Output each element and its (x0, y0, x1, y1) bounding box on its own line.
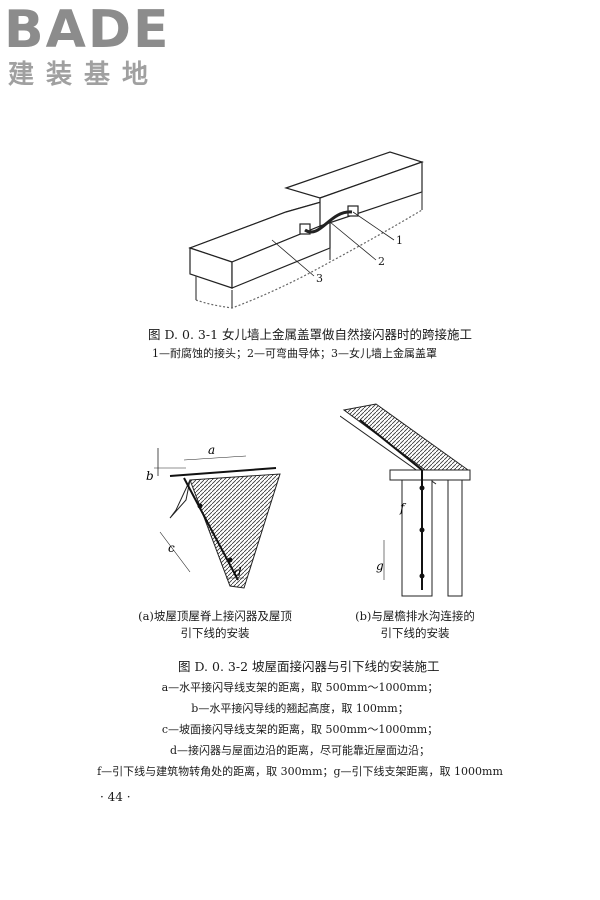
label-g: g (376, 559, 384, 573)
figure1-title: 图 D. 0. 3-1 女儿墙上金属盖罩做自然接闪器时的跨接施工 (148, 327, 472, 342)
figure1-note: 1—耐腐蚀的接头；2—可弯曲导体；3—女儿墙上金属盖罩 (152, 347, 437, 360)
label-c: c (168, 541, 175, 555)
logo-text: BADE (4, 0, 171, 60)
caption-a-line1: (a)坡屋顶屋脊上接闪器及屋顶 (138, 609, 292, 623)
callout-2: 2 (378, 255, 385, 268)
label-a: a (208, 443, 215, 457)
eave-gutter-illustration: f g (340, 403, 471, 597)
legend-line-c: c—坡面接闪导线支架的距离，取 500mm～1000mm； (161, 723, 439, 736)
legend-line-fg: f—引下线与建筑物转角处的距离，取 300mm；g—引下线支架距离，取 1000… (97, 765, 503, 778)
caption-a: (a)坡屋顶屋脊上接闪器及屋顶 引下线的安装 (130, 608, 300, 642)
label-f: f (399, 501, 407, 515)
parapet-cap-illustration (188, 151, 424, 309)
label-d: d (234, 565, 242, 579)
callout-1: 1 (396, 234, 403, 247)
ridge-roof-illustration: a b c d (146, 443, 281, 589)
logo-subtitle: 建装基地 (8, 60, 161, 90)
caption-b-line1: (b)与屋檐排水沟连接的 (355, 609, 475, 623)
caption-b: (b)与屋檐排水沟连接的 引下线的安装 (340, 608, 490, 642)
legend-line-d: d—接闪器与屋面边沿的距离，尽可能靠近屋面边沿； (169, 744, 431, 757)
label-b: b (146, 469, 154, 483)
legend-line-a: a—水平接闪导线支架的距离，取 500mm～1000mm； (161, 681, 439, 694)
caption-b-line2: 引下线的安装 (380, 626, 450, 640)
legend-line-b: b—水平接闪导线的翘起高度，取 100mm； (191, 702, 409, 715)
callout-3: 3 (316, 272, 323, 285)
figure2-title: 图 D. 0. 3-2 坡屋面接闪器与引下线的安装施工 (178, 659, 440, 674)
page-number: · 44 · (100, 790, 131, 804)
caption-a-line2: 引下线的安装 (180, 626, 250, 640)
